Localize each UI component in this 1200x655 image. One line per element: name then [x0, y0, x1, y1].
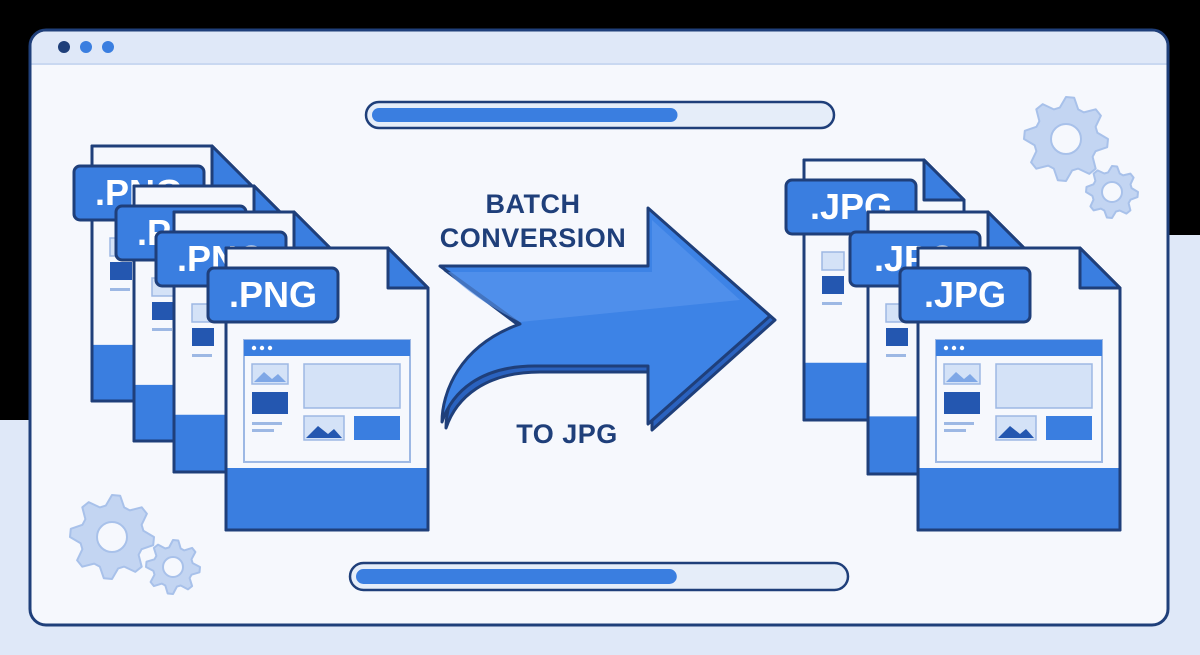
window-dot-2: [80, 41, 92, 53]
conversion-subtitle: TO JPG: [516, 419, 618, 449]
mini-text-line: [822, 302, 842, 305]
mini-window-header: [244, 340, 410, 356]
file-type-label: .JPG: [924, 274, 1006, 315]
gear-icon: [145, 539, 201, 595]
window-dot-3: [102, 41, 114, 53]
file-type-label: .PNG: [229, 274, 317, 315]
gear-hole: [96, 521, 128, 553]
gear-hole: [1050, 123, 1082, 155]
mini-window-header: [936, 340, 1102, 356]
mini-block-blue: [354, 416, 400, 440]
conversion-title-line-1: BATCH: [486, 189, 581, 219]
mini-block-dark: [110, 262, 132, 280]
mini-block-dark: [252, 392, 288, 414]
arrow-highlight: [448, 220, 740, 322]
file-corner-fold: [1078, 246, 1122, 290]
file-corner-fold: [922, 158, 966, 202]
mini-window-dot: [259, 345, 265, 351]
mini-block-dark: [152, 302, 174, 320]
image-icon-mountain: [254, 372, 286, 382]
top-progress-fill: [372, 108, 678, 122]
mini-window-dot: [267, 345, 273, 351]
mini-text-line: [252, 429, 274, 432]
conversion-title-line-2: CONVERSION: [440, 223, 627, 253]
gear-group: [69, 96, 1139, 595]
mini-text-line: [252, 422, 282, 425]
bottom-progress-bar: [348, 561, 850, 592]
gear-hole: [1101, 181, 1123, 203]
file-outline: [224, 246, 430, 532]
arrow-icon: [438, 206, 777, 432]
window-dot-1: [58, 41, 70, 53]
mini-text-line: [944, 429, 966, 432]
file-label-tab: [898, 266, 1032, 324]
mini-text-line: [886, 354, 906, 357]
png-file-stack: .PNG.PNG.PNG.PNG: [72, 144, 430, 532]
file-label-tab: [206, 266, 340, 324]
mini-content-panel: [995, 363, 1093, 409]
mini-text-line: [152, 328, 172, 331]
mini-text-line: [192, 354, 212, 357]
mini-window-dot: [943, 345, 949, 351]
mini-block-blue: [1046, 416, 1092, 440]
file-icon: .JPG: [898, 246, 1122, 532]
file-bottom-band: [919, 467, 1119, 529]
gear-icon: [1023, 96, 1109, 182]
file-icon: .PNG: [206, 246, 430, 532]
image-icon-mountain: [306, 426, 342, 438]
jpg-file-stack: .JPG.JPG.JPG: [784, 158, 1122, 532]
mini-block-dark: [886, 328, 908, 346]
gear-icon: [1085, 165, 1139, 219]
window-title-bar: [31, 31, 1167, 64]
mini-text-line: [944, 422, 974, 425]
image-icon: [821, 251, 845, 271]
bottom-progress-fill: [356, 569, 677, 584]
top-progress-bar: [364, 100, 836, 130]
mini-block-dark: [192, 328, 214, 346]
mini-window-dot: [251, 345, 257, 351]
image-icon-mountain: [998, 426, 1034, 438]
mini-window-dot: [951, 345, 957, 351]
file-bottom-band: [227, 467, 427, 529]
file-corner-fold: [386, 246, 430, 290]
gear-hole: [162, 556, 184, 578]
mini-block-dark: [944, 392, 980, 414]
mini-text-line: [110, 288, 130, 291]
mini-content-panel: [303, 363, 401, 409]
mini-window-dot: [959, 345, 965, 351]
gear-icon: [69, 494, 155, 580]
mini-block-dark: [822, 276, 844, 294]
image-icon-mountain: [946, 372, 978, 382]
file-outline: [916, 246, 1122, 532]
